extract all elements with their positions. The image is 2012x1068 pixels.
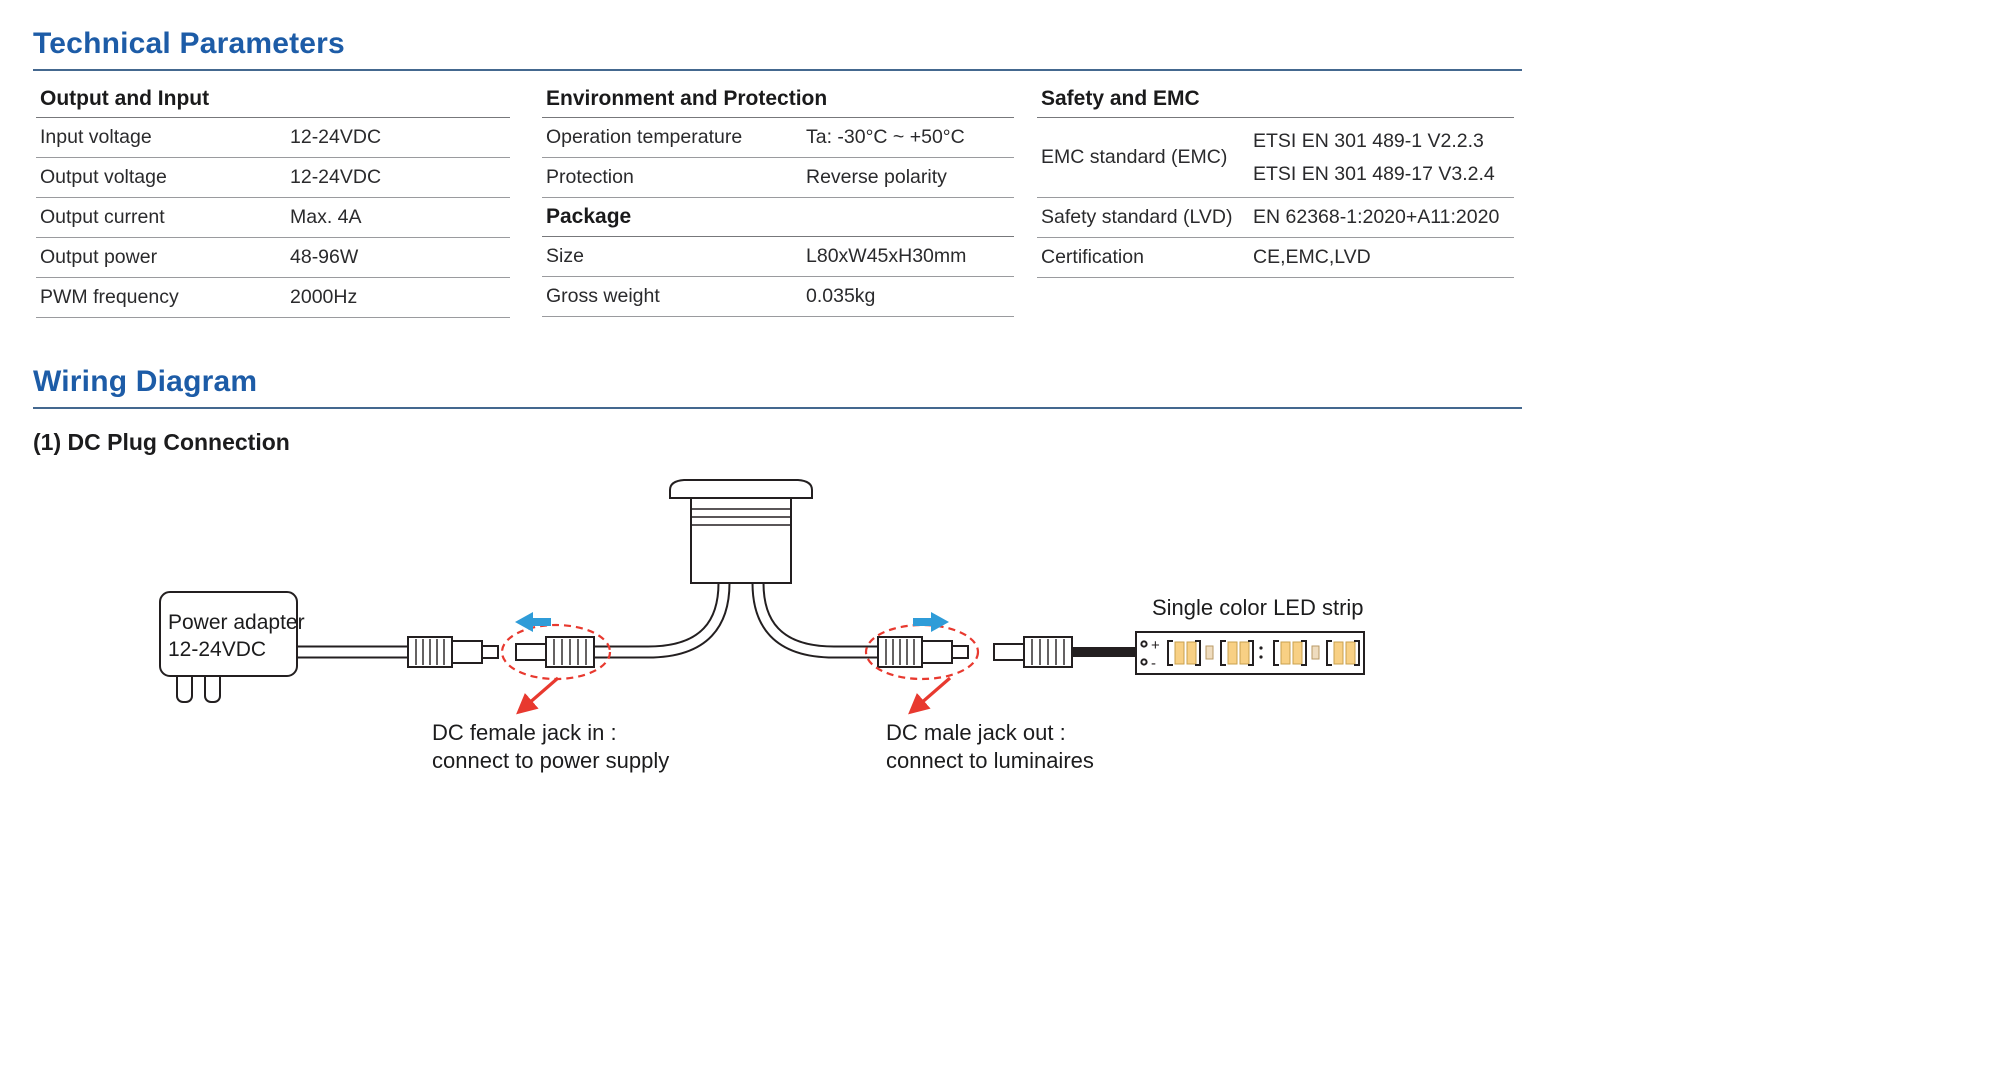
spec-label: Operation temperature: [546, 126, 743, 148]
spec-label: EMC standard (EMC): [1041, 146, 1228, 168]
led-strip-label: Single color LED strip: [1152, 595, 1364, 620]
spec-label: Size: [546, 245, 584, 267]
spec-label: PWM frequency: [40, 286, 179, 308]
dc-female-jack-icon: [515, 636, 595, 668]
table-row: PWM frequency 2000Hz: [36, 278, 510, 318]
spec-table-environment-package: Environment and Protection Operation tem…: [542, 80, 1014, 317]
male-jack-highlight-ellipse: [864, 623, 980, 681]
led-strip-minus-mark: -: [1151, 655, 1156, 672]
spec-table-safety-emc: Safety and EMC EMC standard (EMC) ETSI E…: [1037, 80, 1514, 278]
spec-value: EN 62368-1:2020+A11:2020: [1253, 206, 1500, 228]
spec-value: Max. 4A: [290, 206, 362, 228]
table-row: Output voltage 12-24VDC: [36, 158, 510, 198]
female-jack-caption-line2: connect to power supply: [432, 748, 670, 773]
spec-value: 2000Hz: [290, 286, 358, 308]
spec-label: Gross weight: [546, 285, 660, 307]
led-strip-illustration: + -: [1135, 631, 1365, 675]
spec-label: Protection: [546, 166, 634, 188]
page-title: Technical Parameters: [33, 27, 345, 60]
plug-out-direction-right-arrow-icon: [913, 612, 949, 632]
spec-value: Reverse polarity: [806, 166, 947, 188]
table-row: Safety standard (LVD) EN 62368-1:2020+A1…: [1037, 198, 1514, 238]
spec-label: Output current: [40, 206, 165, 228]
female-jack-caption-line1: DC female jack in :: [432, 720, 617, 745]
wiring-diagram-title: Wiring Diagram: [33, 365, 258, 398]
spec-value: 12-24VDC: [290, 126, 382, 148]
power-adapter-label: Power adapter 12-24VDC: [168, 609, 305, 663]
dc-controller-illustration: [669, 479, 813, 584]
male-jack-caption-line2: connect to luminaires: [886, 748, 1094, 773]
male-jack-caption-line1: DC male jack out :: [886, 720, 1066, 745]
table-heading: Safety and EMC: [1037, 80, 1514, 118]
spec-value: 48-96W: [290, 246, 359, 268]
spec-label: Output voltage: [40, 166, 167, 188]
section-divider: [33, 407, 1522, 409]
power-adapter-label-line2: 12-24VDC: [168, 638, 267, 661]
table-heading: Output and Input: [36, 80, 510, 118]
plug-in-direction-left-arrow-icon: [515, 612, 551, 632]
spec-table-output-input: Output and Input Input voltage 12-24VDC …: [36, 80, 510, 318]
male-jack-caption: DC male jack out : connect to luminaires: [886, 719, 1094, 775]
table-row: Output current Max. 4A: [36, 198, 510, 238]
table-heading-package: Package: [542, 198, 1014, 237]
dc-male-plug-left-icon: [407, 636, 499, 668]
table-row: Operation temperature Ta: -30°C ~ +50°C: [542, 118, 1014, 158]
spec-value: CE,EMC,LVD: [1253, 246, 1371, 268]
spec-value: 0.035kg: [806, 285, 876, 307]
wiring-subtitle: (1) DC Plug Connection: [33, 429, 290, 455]
table-row: Size L80xW45xH30mm: [542, 237, 1014, 277]
spec-value: 12-24VDC: [290, 166, 382, 188]
female-jack-callout-arrow-icon: [516, 676, 560, 715]
spec-label: Output power: [40, 246, 158, 268]
power-adapter-label-line1: Power adapter: [168, 611, 305, 634]
table-row: Certification CE,EMC,LVD: [1037, 238, 1514, 278]
spec-label: Safety standard (LVD): [1041, 206, 1233, 228]
dc-male-plug-right-icon: [877, 636, 969, 668]
male-jack-callout-arrow-icon: [908, 676, 952, 715]
spec-value: Ta: -30°C ~ +50°C: [806, 126, 965, 148]
spec-value: L80xW45xH30mm: [806, 245, 967, 267]
power-adapter-illustration: [159, 591, 298, 703]
emc-standard-line1: ETSI EN 301 489-1 V2.2.3: [1253, 129, 1484, 152]
spec-label: Input voltage: [40, 126, 152, 148]
table-row: Gross weight 0.035kg: [542, 277, 1014, 317]
female-jack-caption: DC female jack in : connect to power sup…: [432, 719, 669, 775]
table-row: Input voltage 12-24VDC: [36, 118, 510, 158]
controller-left-cable: [592, 582, 731, 659]
table-row: EMC standard (EMC) ETSI EN 301 489-1 V2.…: [1037, 118, 1514, 198]
table-row: Protection Reverse polarity: [542, 158, 1014, 198]
table-heading: Environment and Protection: [542, 80, 1014, 118]
section-divider: [33, 69, 1522, 71]
controller-right-cable: [751, 582, 882, 659]
emc-standard-line2: ETSI EN 301 489-17 V3.2.4: [1253, 162, 1495, 185]
dc-female-connector-right-icon: [993, 636, 1140, 668]
led-strip-plus-mark: +: [1151, 637, 1160, 654]
spec-label: Certification: [1041, 246, 1144, 268]
spec-value: ETSI EN 301 489-1 V2.2.3 ETSI EN 301 489…: [1253, 125, 1514, 191]
table-row: Output power 48-96W: [36, 238, 510, 278]
